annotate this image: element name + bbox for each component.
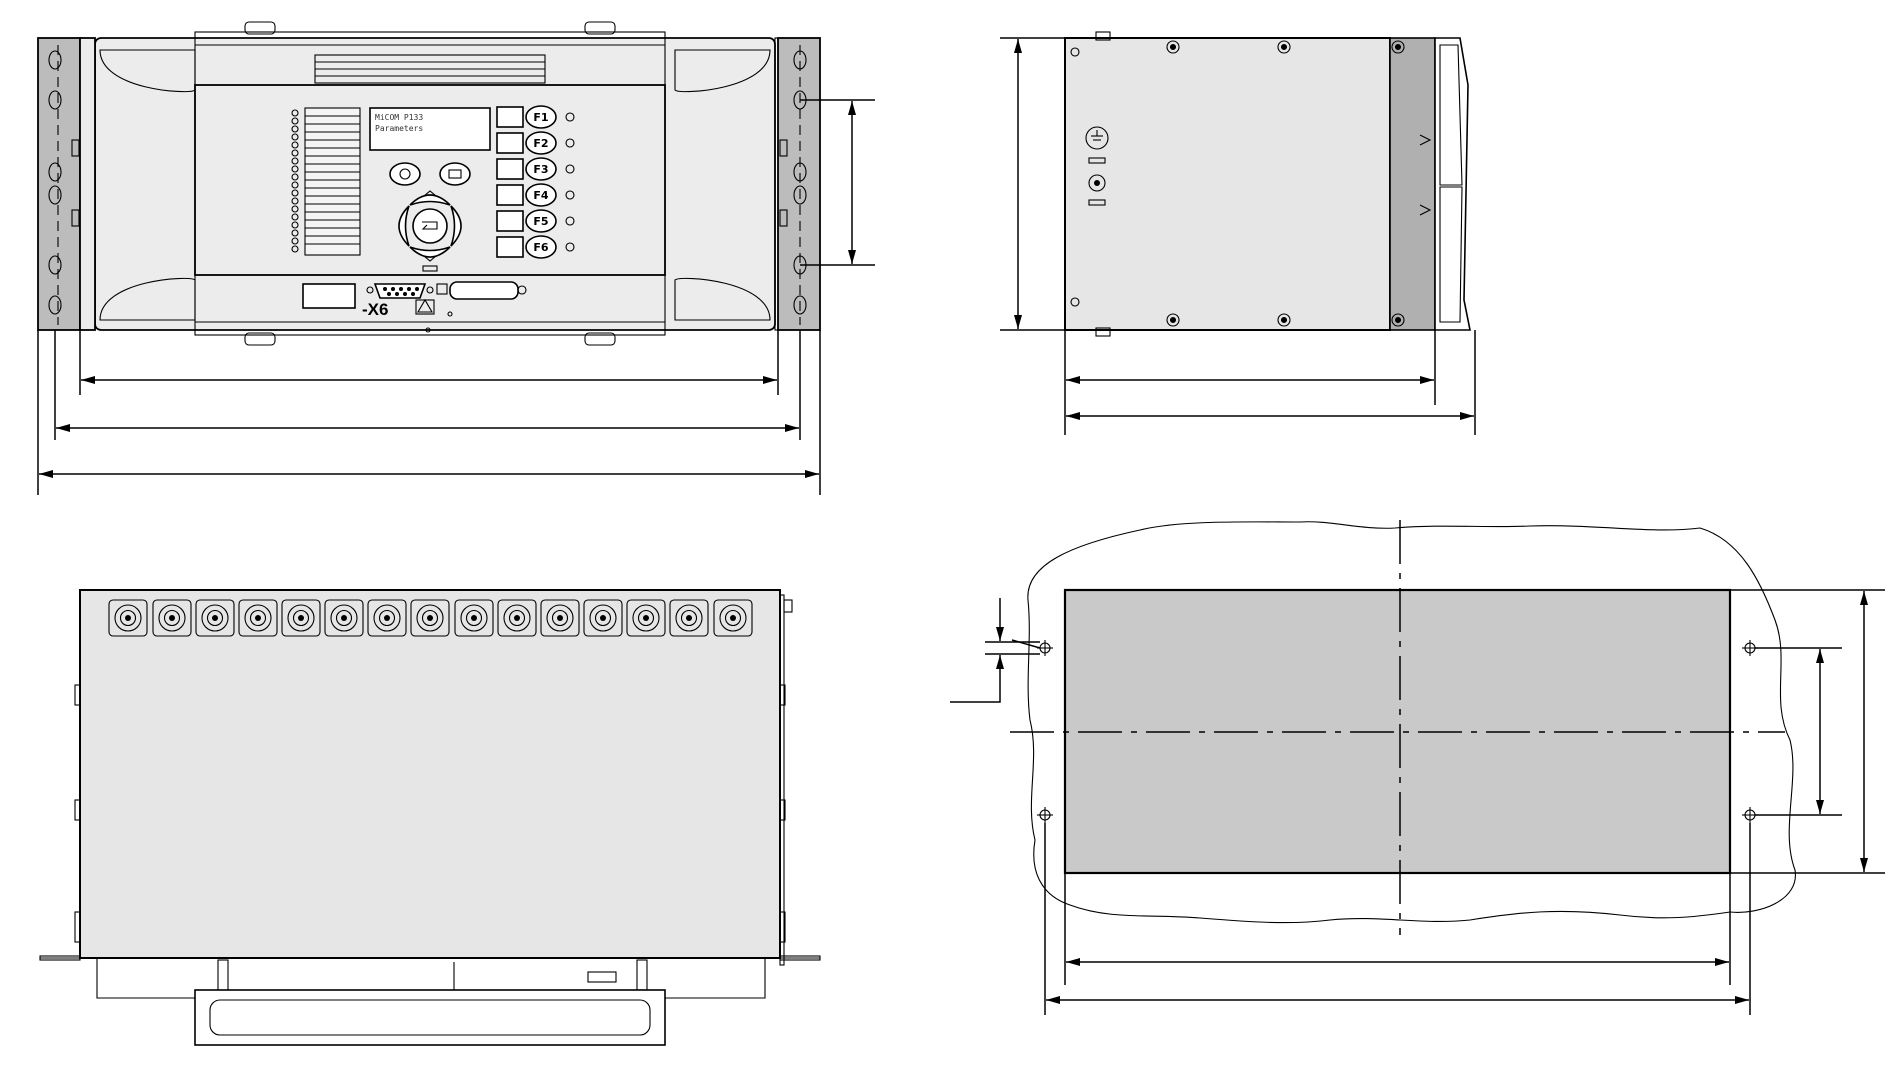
panel-cutout-view [950, 520, 1885, 1015]
lcd-line-2: Parameters [375, 124, 423, 133]
function-key-f2-label: F2 [533, 137, 548, 150]
navigation-keypad[interactable] [398, 190, 462, 262]
enter-key[interactable] [412, 208, 448, 244]
function-key-f2[interactable]: F2 [496, 131, 575, 155]
function-key-f6-label: F6 [533, 241, 549, 254]
function-key-f4[interactable]: F4 [496, 183, 575, 207]
top-housing [79, 589, 781, 959]
led-label-strip [304, 107, 361, 256]
earth-terminal-icon [1085, 126, 1109, 206]
function-key-f1-label: F1 [533, 111, 548, 124]
function-key-f1[interactable]: F1 [496, 105, 575, 129]
up-arrow-key[interactable] [409, 194, 451, 206]
interface-label: -X6 [362, 300, 388, 319]
left-mounting-bracket [37, 37, 81, 331]
left-arrow-key[interactable] [398, 205, 410, 247]
right-mounting-bracket [777, 37, 821, 331]
function-key-f5-label: F5 [533, 215, 548, 228]
function-key-f3-label: F3 [533, 163, 548, 176]
serial-port-x6[interactable] [366, 283, 434, 299]
clear-key[interactable] [389, 162, 421, 186]
mounting-panel-outline [1027, 521, 1796, 924]
top-view [39, 589, 821, 1046]
front-dimensions [37, 99, 875, 495]
warning-triangle-icon [417, 298, 433, 313]
right-arrow-key[interactable] [450, 205, 462, 247]
port-cover [449, 281, 519, 300]
front-view: MiCOM P133 Parameters F1 [37, 21, 875, 495]
lcd-line-1: MiCOM P133 [375, 113, 423, 122]
function-key-f4-label: F4 [533, 189, 549, 202]
side-dimensions [1000, 37, 1476, 435]
function-keys[interactable]: F1 F2 F3 F4 [496, 105, 575, 259]
function-key-f3[interactable]: F3 [496, 157, 575, 181]
front-panel-edge [194, 989, 666, 1046]
side-front-frame [1389, 37, 1436, 331]
cutout-dimensions [950, 589, 1885, 1015]
side-housing [1064, 37, 1391, 331]
cover-plate [302, 283, 356, 309]
read-key[interactable] [439, 162, 471, 186]
side-view [1000, 31, 1476, 435]
function-key-f5[interactable]: F5 [496, 209, 575, 233]
down-arrow-key[interactable] [409, 246, 451, 258]
lcd-display [369, 107, 491, 151]
function-key-f6[interactable]: F6 [496, 235, 575, 259]
led-column [291, 109, 299, 253]
